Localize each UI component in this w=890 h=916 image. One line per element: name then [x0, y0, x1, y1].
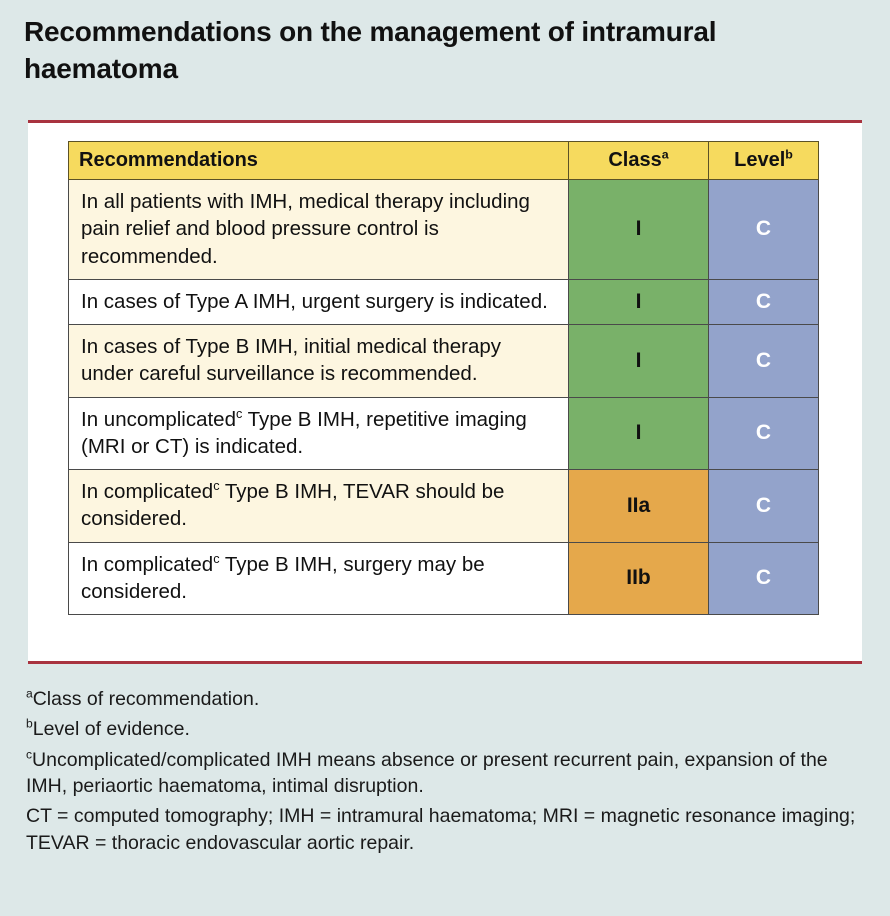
- footnote-a: aClass of recommendation.: [26, 686, 862, 712]
- footnote-b: bLevel of evidence.: [26, 716, 862, 742]
- recommendation-text-main: In complicated: [81, 552, 214, 576]
- footnote-a-text: Class of recommendation.: [32, 688, 260, 710]
- recommendation-footnote-marker: c: [213, 478, 220, 494]
- class-badge: IIa: [568, 469, 709, 543]
- table-row: In all patients with IMH, medical therap…: [68, 179, 819, 280]
- recommendation-text: In complicatedc Type B IMH, surgery may …: [68, 541, 569, 615]
- level-badge: C: [708, 324, 819, 398]
- level-badge: C: [708, 278, 819, 326]
- recommendation-text-tail: Type B IMH, TEVAR should be considered.: [81, 480, 505, 531]
- class-badge: I: [568, 278, 709, 326]
- class-badge: I: [568, 179, 709, 280]
- class-badge: IIb: [568, 541, 709, 615]
- recommendation-text-tail: Type B IMH, repetitive imaging (MRI or C…: [81, 407, 527, 458]
- class-badge: I: [568, 324, 709, 398]
- recommendations-card: Recommendations Classa Levelb In all pat…: [28, 120, 862, 664]
- recommendation-footnote-marker: c: [235, 405, 243, 421]
- class-badge: I: [568, 396, 709, 470]
- level-badge: C: [708, 179, 819, 280]
- footnote-c-marker: c: [26, 747, 33, 762]
- column-header-recommendations-label: Recommendations: [79, 148, 258, 171]
- table-row: In uncomplicatedc Type B IMH, repetitive…: [68, 396, 819, 470]
- recommendation-text-main: In all patients with IMH, medical therap…: [81, 190, 530, 268]
- level-badge: C: [708, 541, 819, 615]
- footnote-c-text: Uncomplicated/complicated IMH means abse…: [26, 748, 828, 797]
- recommendations-table: Recommendations Classa Levelb In all pat…: [68, 141, 819, 615]
- recommendation-text: In uncomplicatedc Type B IMH, repetitive…: [68, 396, 569, 470]
- recommendation-text-main: In cases of Type A IMH, urgent surgery i…: [81, 289, 548, 313]
- recommendation-text-tail: Type B IMH, surgery may be considered.: [81, 552, 485, 603]
- footnote-a-marker: a: [26, 686, 33, 701]
- column-header-class: Classa: [568, 141, 709, 180]
- column-header-level-label: Level: [734, 148, 786, 171]
- table-body: In all patients with IMH, medical therap…: [68, 179, 819, 615]
- column-header-recommendations: Recommendations: [68, 141, 569, 180]
- level-badge: C: [708, 469, 819, 543]
- recommendation-text: In all patients with IMH, medical therap…: [68, 179, 569, 280]
- table-header-row: Recommendations Classa Levelb: [68, 141, 819, 180]
- footnote-c: cUncomplicated/complicated IMH means abs…: [26, 747, 862, 800]
- table-row: In complicatedc Type B IMH, surgery may …: [68, 541, 819, 615]
- table-row: In cases of Type B IMH, initial medical …: [68, 324, 819, 398]
- title-block: Recommendations on the management of int…: [24, 14, 854, 88]
- recommendation-text: In cases of Type A IMH, urgent surgery i…: [68, 278, 569, 326]
- recommendation-text-main: In cases of Type B IMH, initial medical …: [81, 335, 502, 386]
- page-title: Recommendations on the management of int…: [24, 16, 717, 84]
- column-header-level-superscript: b: [785, 146, 793, 161]
- column-header-class-label: Class: [608, 148, 662, 171]
- footnotes-block: aClass of recommendation. bLevel of evid…: [26, 686, 862, 860]
- level-badge: C: [708, 396, 819, 470]
- footnote-abbreviations: CT = computed tomography; IMH = intramur…: [26, 805, 856, 854]
- footnote-b-text: Level of evidence.: [32, 718, 190, 741]
- table-header: Recommendations Classa Levelb: [68, 141, 819, 180]
- recommendation-footnote-marker: c: [213, 550, 220, 566]
- table-row: In cases of Type A IMH, urgent surgery i…: [68, 278, 819, 326]
- recommendation-text-main: In uncomplicated: [81, 407, 236, 431]
- recommendation-text-main: In complicated: [81, 480, 214, 503]
- footnote-b-marker: b: [26, 716, 33, 731]
- recommendation-text: In complicatedc Type B IMH, TEVAR should…: [68, 469, 569, 543]
- table-row: In complicatedc Type B IMH, TEVAR should…: [68, 469, 819, 543]
- recommendation-text: In cases of Type B IMH, initial medical …: [68, 324, 569, 398]
- column-header-class-superscript: a: [661, 146, 669, 161]
- column-header-level: Levelb: [708, 141, 819, 180]
